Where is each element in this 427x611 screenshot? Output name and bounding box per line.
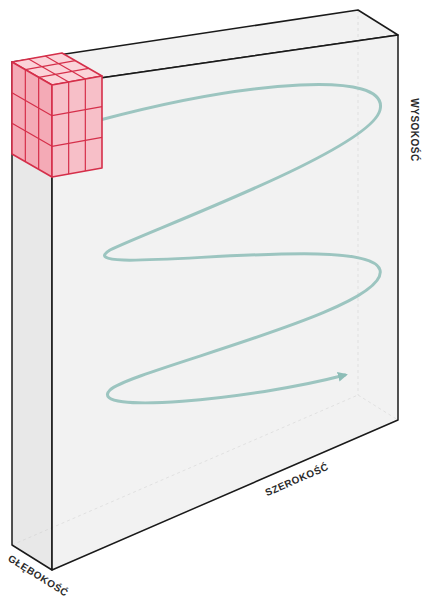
kernel-cube (12, 53, 102, 177)
cube-left-face (12, 62, 52, 177)
cube-grid-line (12, 123, 52, 146)
cube-grid-line (85, 79, 86, 171)
cube-grid-line (68, 82, 69, 174)
cube-grid-line (38, 77, 39, 169)
height-label: WYSOKOŚĆ (409, 98, 419, 161)
cube-grid-line (52, 137, 102, 146)
cube-grid-line (25, 70, 26, 162)
scan-spiral (100, 85, 381, 403)
slab-front-face (52, 35, 398, 570)
cube-grid-line (12, 93, 52, 116)
cube-right-face (52, 76, 102, 177)
cube-grid-line (52, 107, 102, 116)
slab-depth-face (12, 62, 52, 570)
